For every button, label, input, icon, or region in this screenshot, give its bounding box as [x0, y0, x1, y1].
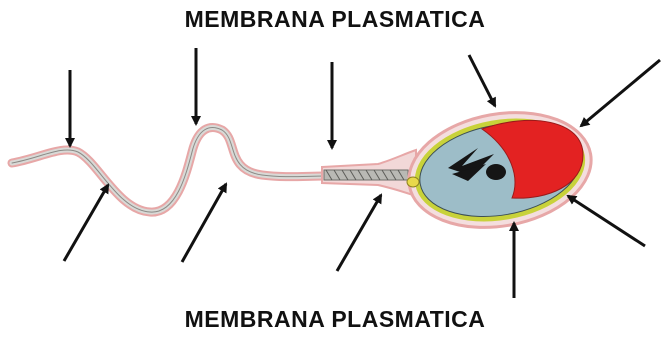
flagellum [12, 128, 325, 213]
arrow-icon [581, 60, 660, 126]
arrow-icon [182, 184, 226, 262]
title-membrana-plasmatica-bottom: MEMBRANA PLASMATICA [0, 306, 670, 333]
arrow-icon [64, 185, 108, 261]
arrow-icon [469, 55, 495, 106]
sperm-head [400, 99, 601, 241]
arrow-icon [568, 196, 645, 246]
midpiece [322, 150, 416, 196]
arrow-icon [337, 195, 381, 271]
centriole [407, 177, 419, 187]
tail-membrane-outline [12, 128, 325, 213]
